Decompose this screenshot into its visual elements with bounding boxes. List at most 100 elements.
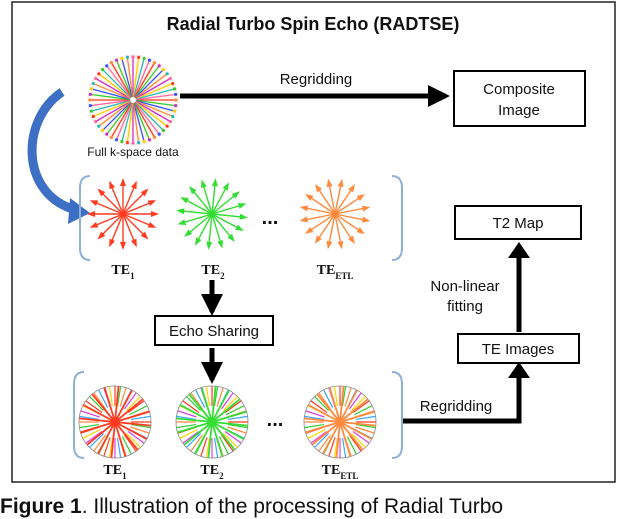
disc-outer-spoke bbox=[304, 423, 325, 429]
kspace-spoke-tip bbox=[142, 139, 146, 144]
fitting-arrowhead bbox=[508, 242, 530, 258]
top-left-bracket bbox=[79, 175, 91, 261]
t2-map-label: T2 Map bbox=[493, 215, 544, 232]
kspace-spoke-tip bbox=[94, 119, 98, 124]
kspace-spoke bbox=[91, 88, 134, 101]
kspace-spoke-tip bbox=[105, 132, 109, 136]
nonlinear-line2: fitting bbox=[447, 298, 483, 315]
fan-spoke-arrowhead bbox=[147, 200, 157, 207]
disc-outer-spoke bbox=[85, 400, 103, 413]
disc-outer-spoke bbox=[205, 437, 211, 458]
disc-outer-spoke bbox=[344, 387, 352, 407]
figure-caption: Figure 1. Illustration of the processing… bbox=[0, 494, 640, 519]
disc-outer-spoke bbox=[80, 410, 100, 418]
disc-outer-spoke bbox=[213, 386, 219, 407]
disc-outer-spoke bbox=[304, 415, 325, 421]
kspace-spoke bbox=[132, 93, 176, 101]
disc-main-spoke bbox=[80, 421, 116, 434]
bottom-teetl-base: TE bbox=[322, 463, 341, 478]
top-te1-base: TE bbox=[111, 263, 130, 278]
kspace-spoke-tip bbox=[91, 81, 95, 86]
fan-spoke-arrowhead bbox=[348, 184, 356, 193]
disc-outer-spoke bbox=[227, 415, 248, 421]
disc-outer-spoke bbox=[223, 396, 238, 411]
disc-outer-spoke bbox=[218, 436, 229, 455]
nonlinear-line1: Non-linear bbox=[430, 278, 499, 295]
fan-spoke-arrowhead bbox=[176, 208, 185, 215]
disc-main-spoke bbox=[97, 421, 116, 455]
disc-outer-spoke bbox=[195, 389, 206, 408]
bottom-te2-label: TE2 bbox=[200, 463, 224, 481]
disc-main-spoke bbox=[188, 393, 213, 423]
disc-outer-spoke bbox=[130, 415, 151, 421]
disc-outer-spoke bbox=[186, 396, 201, 411]
disc-main-spoke bbox=[207, 421, 213, 458]
disc-outer-spoke bbox=[93, 392, 106, 410]
disc-main-spoke bbox=[179, 404, 213, 423]
disc-outer-spoke bbox=[341, 437, 347, 458]
bottom-te1-base: TE bbox=[103, 463, 122, 478]
disc-main-spoke bbox=[114, 421, 127, 457]
disc-outer-spoke bbox=[221, 434, 234, 452]
kspace-spoke-tip bbox=[165, 124, 169, 128]
echo-sharing-label: Echo Sharing bbox=[169, 323, 259, 340]
kspace-spoke-tip bbox=[171, 114, 175, 119]
kspace-spoke bbox=[132, 57, 140, 101]
te1-shared-disc bbox=[78, 385, 152, 459]
bottom-te1-sub: 1 bbox=[122, 471, 127, 481]
disc-outer-spoke bbox=[351, 396, 366, 411]
disc-outer-spoke bbox=[98, 389, 109, 408]
disc-outer-spoke bbox=[333, 386, 339, 407]
kspace-spoke-tip bbox=[161, 128, 166, 133]
disc-outer-spoke bbox=[124, 392, 137, 410]
fan-spoke-arrowhead bbox=[217, 239, 223, 249]
kspace-spoke-tip bbox=[168, 76, 172, 81]
disc-main-spoke bbox=[114, 398, 144, 423]
disc-outer-spoke bbox=[341, 386, 347, 407]
disc-outer-spoke bbox=[349, 392, 362, 410]
disc-outer-spoke bbox=[310, 400, 328, 413]
disc-outer-spoke bbox=[216, 387, 224, 407]
top-te1-label: TE1 bbox=[111, 263, 135, 281]
kspace-spoke bbox=[132, 99, 160, 135]
caption-figure-number: Figure 1 bbox=[0, 495, 82, 518]
fan-spoke-arrowhead bbox=[347, 235, 355, 245]
fan-spoke-arrowhead bbox=[305, 193, 314, 201]
disc-outer-spoke bbox=[349, 434, 362, 452]
disc-main-spoke bbox=[211, 421, 245, 440]
disc-outer-spoke bbox=[351, 433, 366, 448]
disc-outer-spoke bbox=[352, 431, 370, 444]
kspace-spoke bbox=[132, 99, 145, 142]
disc-outer-spoke bbox=[130, 426, 150, 434]
kspace-spoke bbox=[132, 65, 160, 101]
disc-main-spoke bbox=[211, 398, 241, 423]
disc-main-spoke bbox=[307, 404, 341, 423]
kspace-spoke-tip bbox=[114, 58, 119, 62]
kspace-spoke-tip bbox=[100, 128, 105, 133]
kspace-spoke bbox=[95, 99, 134, 123]
disc-main-spoke bbox=[211, 410, 247, 423]
disc-outer-spoke bbox=[227, 426, 247, 434]
disc-outer-spoke bbox=[352, 400, 370, 413]
fan-spoke-arrowhead bbox=[140, 188, 149, 197]
disc-outer-spoke bbox=[223, 433, 238, 448]
kspace-spoke bbox=[132, 99, 168, 127]
teetl-shared-disc bbox=[303, 385, 377, 459]
kspace-spoke-tip bbox=[125, 141, 129, 145]
kspace-spoke-tip bbox=[142, 56, 146, 61]
disc-main-spoke bbox=[339, 421, 352, 457]
fan-spoke-arrowhead bbox=[239, 213, 248, 220]
kspace-spoke-tip bbox=[114, 138, 119, 142]
kspace-spoke bbox=[102, 99, 134, 131]
top-ellipsis: ... bbox=[262, 207, 279, 229]
kspace-spoke-tip bbox=[97, 72, 101, 76]
kspace-spoke-tip bbox=[89, 109, 94, 113]
fan-spoke-arrowhead bbox=[109, 180, 116, 190]
disc-main-spoke bbox=[103, 387, 116, 423]
fan-spoke-arrowhead bbox=[315, 183, 323, 193]
kspace-spoke-tip bbox=[131, 141, 135, 145]
curved-blue-arrow bbox=[27, 88, 78, 215]
kspace-spoke-tip bbox=[168, 119, 172, 124]
fan-spoke-arrowhead bbox=[194, 237, 202, 246]
fan-spoke-arrowhead bbox=[314, 235, 322, 244]
